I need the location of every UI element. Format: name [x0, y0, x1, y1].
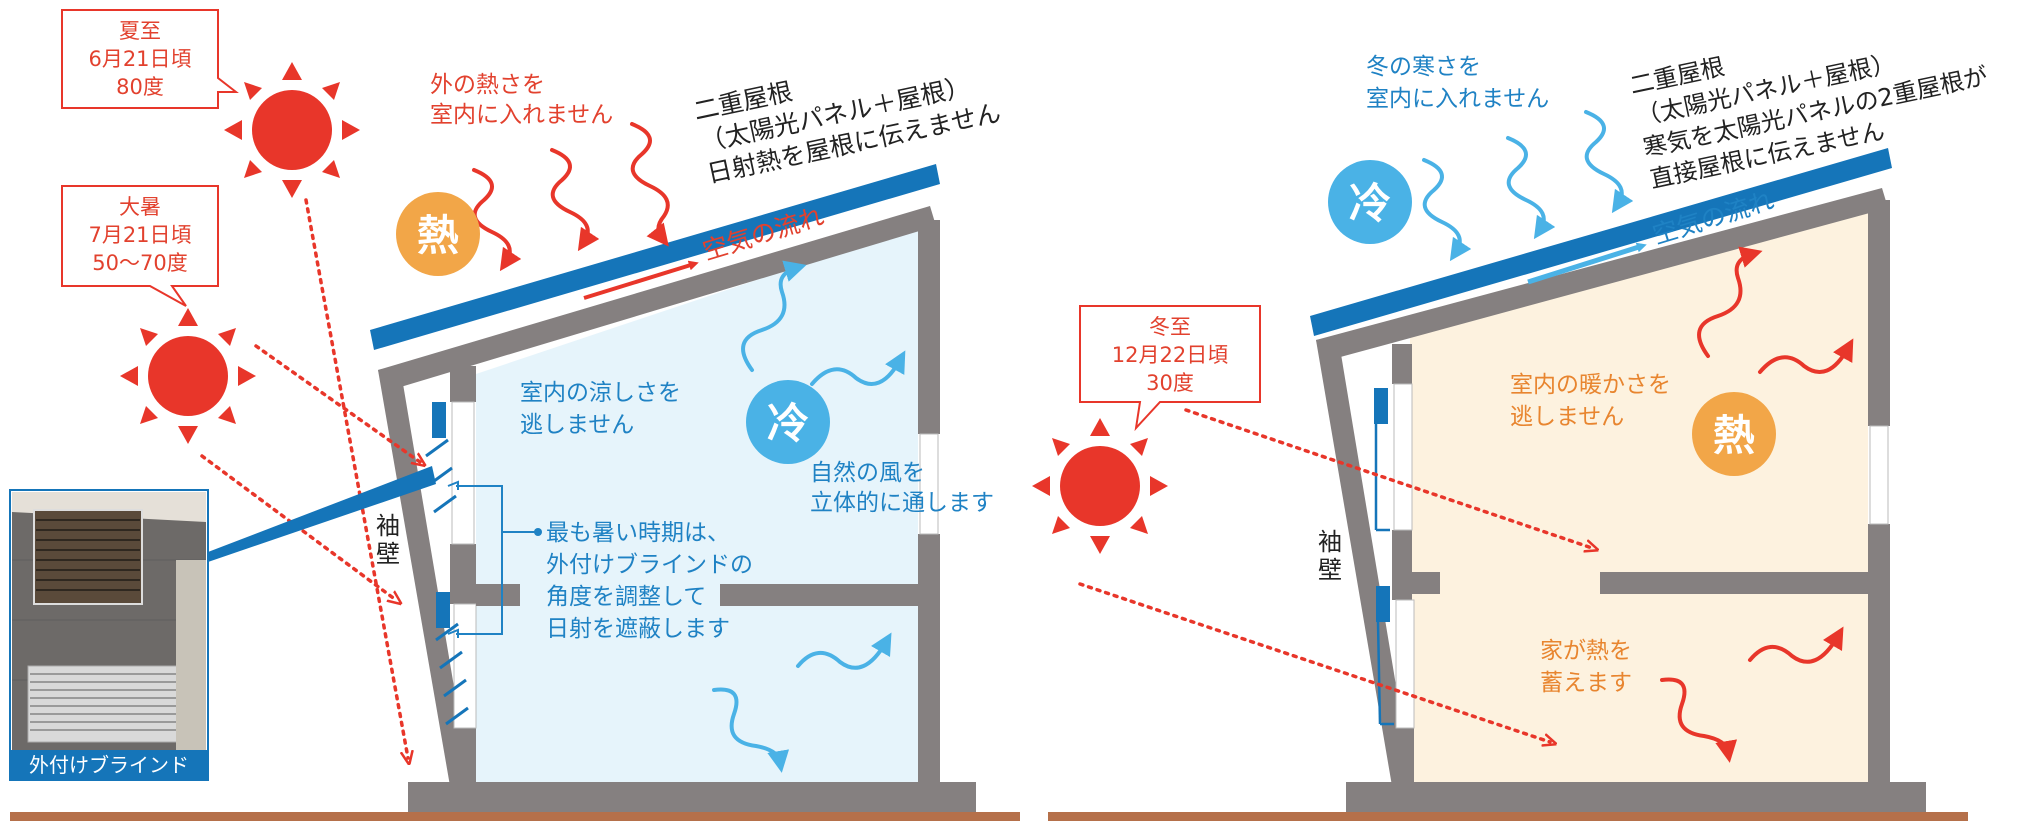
winter-interior-warm-line-1: 室内の暖かさを [1510, 372, 1671, 398]
winter-blind-lines [1374, 424, 1394, 726]
cold-wave-arrows-winter [1422, 110, 1634, 262]
summer-interior-cool-line-1: 室内の涼しさを [520, 380, 681, 406]
external-blind-photo: 外付けブラインド [9, 466, 436, 781]
summer-right-wall [918, 220, 940, 434]
heat-wave-arrows-summer [472, 122, 670, 272]
summer-double-roof-text: 二重屋根 （太陽光パネル＋屋根） 日射熱を屋根に伝えません [691, 72, 1003, 189]
summer-foundation [408, 782, 976, 812]
winter-outside-cold-line-1: 冬の寒さを [1366, 54, 1481, 80]
sun-rays-winter [1078, 408, 1592, 742]
sun-rays-summer [200, 198, 420, 758]
summer-blind-box-1 [432, 402, 446, 438]
summer-house [370, 164, 976, 812]
summer-wind-line-2: 立体的に通します [810, 490, 994, 516]
ground-line-winter [1048, 812, 1968, 821]
winter-store-heat-line-2: 蓄えます [1540, 670, 1632, 696]
summer-solar-panel [370, 164, 940, 350]
summer-left-window-1 [451, 401, 475, 545]
summer-wing-wall-char-2: 壁 [376, 540, 400, 568]
winter-house [1310, 148, 1926, 812]
winter-store-heat-line-1: 家が熱を [1540, 638, 1632, 664]
winter-wing-wall-char-2: 壁 [1318, 556, 1342, 584]
winter-wing-wall-char-1: 袖 [1318, 528, 1342, 556]
winter-right-wall-lower [1868, 524, 1890, 784]
summer-right-wall-lower [918, 534, 940, 784]
winter-roof [1316, 188, 1888, 362]
blind-note-bracket [447, 480, 536, 638]
heat-wave-arrows-winter [1660, 246, 1854, 763]
summer-interior-cool-line-2: 逃しません [520, 412, 634, 438]
heat-badge-winter: 熱 [1692, 392, 1776, 476]
winter-left-wall-top [1392, 344, 1412, 384]
sun-icon-summer-solstice [224, 62, 360, 198]
callout-summer-line-1: 夏至 [119, 19, 161, 43]
external-blind-photo-caption: 外付けブラインド [29, 753, 189, 777]
winter-left-window-2 [1395, 599, 1415, 729]
callout-winter-line-3: 30度 [1146, 371, 1194, 395]
summer-outside-heat-line-2: 室内に入れません [430, 102, 613, 128]
summer-roof [378, 206, 936, 392]
summer-middle-floor [476, 584, 520, 606]
winter-wing-wall [1316, 336, 1412, 786]
summer-wind-line-1: 自然の風を [810, 460, 925, 486]
winter-interior-warm-line-2: 逃しません [1510, 404, 1624, 430]
callout-great-heat-line-1: 大暑 [119, 195, 161, 219]
blind-note-line-4: 日射を遮蔽します [546, 616, 730, 642]
winter-left-wall-mid [1392, 530, 1412, 600]
callout-great-heat-line-3: 50～70度 [92, 251, 187, 275]
cool-badge-winter: 冷 [1328, 160, 1412, 244]
winter-foundation [1346, 782, 1926, 812]
summer-outside-heat-line-1: 外の熱さを [430, 72, 545, 98]
ground-line-summer [10, 812, 1020, 821]
winter-blind-box-1 [1374, 388, 1388, 424]
callout-great-heat-line-2: 7月21日頃 [88, 223, 191, 247]
callout-winter-line-1: 冬至 [1149, 315, 1191, 339]
cool-wave-arrows-summer [712, 260, 906, 773]
callout-summer-line-3: 80度 [116, 75, 164, 99]
summer-wing-wall-char-1: 袖 [376, 512, 400, 540]
summer-left-wall-top [450, 366, 476, 402]
cool-badge-summer: 冷 [746, 380, 830, 464]
heat-badge-summer: 熱 [396, 192, 480, 276]
summer-blind-box-2 [436, 592, 450, 628]
sun-icon-great-heat [120, 308, 256, 444]
winter-solar-panel [1310, 148, 1892, 336]
callout-great-heat: 大暑 7月21日頃 50～70度 [61, 185, 219, 307]
blind-note-line-2: 外付けブラインドの [546, 552, 753, 578]
callout-winter-solstice: 冬至 12月22日頃 30度 [1079, 305, 1261, 432]
heat-badge-summer-text: 熱 [417, 211, 459, 260]
summer-middle-floor-right [720, 584, 940, 606]
winter-right-wall [1868, 200, 1890, 426]
summer-left-wall-bot [454, 728, 476, 784]
blind-note-line-1: 最も暑い時期は、 [546, 520, 730, 546]
winter-double-roof-text: 二重屋根 （太陽光パネル＋屋根） 寒気を太陽光パネルの2重屋根が 直接屋根に伝え… [1627, 49, 1990, 194]
cool-badge-summer-text: 冷 [767, 399, 809, 448]
summer-airflow-arrow [583, 260, 699, 300]
blind-note-line-3: 角度を調整して [546, 584, 706, 610]
winter-airflow-arrow [1527, 242, 1647, 285]
heat-badge-winter-text: 熱 [1713, 411, 1755, 460]
cool-badge-winter-text: 冷 [1349, 179, 1391, 228]
callout-winter-line-2: 12月22日頃 [1112, 343, 1228, 367]
summer-interior [476, 226, 918, 782]
winter-outside-cold-line-2: 室内に入れません [1366, 86, 1549, 112]
sun-icon-winter-solstice [1032, 418, 1168, 554]
summer-left-wall-mid [450, 544, 476, 604]
winter-left-wall-bot [1396, 728, 1414, 784]
blind-note-dot [534, 528, 542, 536]
winter-left-window-1 [1393, 383, 1413, 531]
summer-right-window [919, 433, 939, 535]
winter-right-window [1869, 425, 1889, 525]
winter-middle-floor-right [1600, 572, 1890, 594]
winter-interior [1410, 208, 1868, 782]
summer-blind-slats [425, 438, 469, 726]
summer-wing-wall [378, 366, 470, 786]
callout-summer-solstice: 夏至 6月21日頃 80度 [61, 9, 239, 109]
winter-blind-box-2 [1376, 586, 1390, 622]
callout-summer-line-2: 6月21日頃 [88, 47, 191, 71]
winter-middle-floor [1412, 572, 1440, 594]
